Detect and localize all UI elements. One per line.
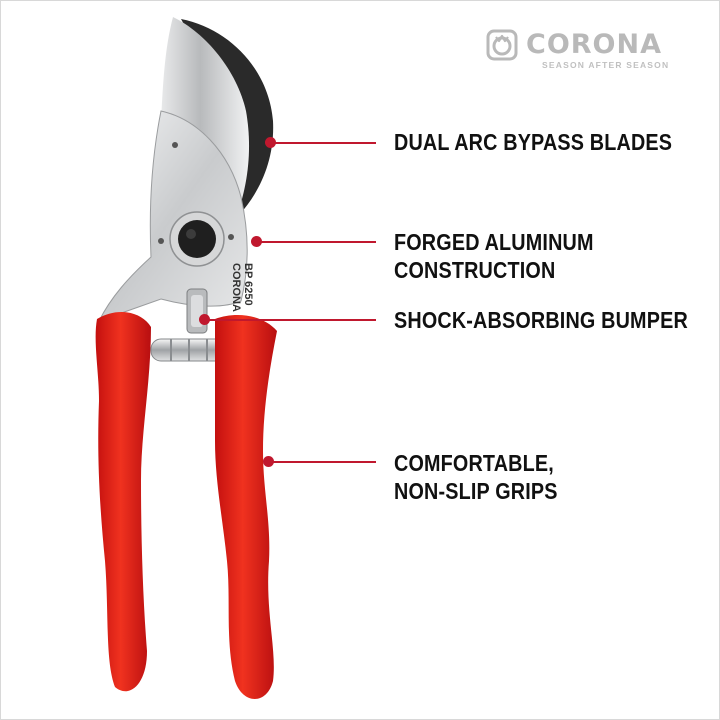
callout-label: FORGED ALUMINUM CONSTRUCTION [394,229,594,283]
corona-crest-icon [486,29,518,61]
callout-leader-line [257,241,376,243]
pivot-bolt [178,220,216,258]
callout-leader-line [205,319,376,321]
callout-dot [199,314,210,325]
callout-leader-line [269,461,376,463]
right-grip [215,315,277,699]
brand-name: CORONA [526,29,663,60]
engraving-brand: CORONA [230,263,242,312]
callout-dot [265,137,276,148]
brand-logo: CORONA SEASON AFTER SEASON [486,27,696,73]
callout-label: SHOCK-ABSORBING BUMPER [394,307,688,333]
callout-leader-line [271,142,376,144]
engraving-model: BP 6250 [242,263,254,306]
left-grip [95,312,151,692]
callout-label: DUAL ARC BYPASS BLADES [394,129,673,155]
brand-tagline: SEASON AFTER SEASON [542,60,670,70]
callout-dot [263,456,274,467]
callout-label: COMFORTABLE, NON-SLIP GRIPS [394,450,558,504]
callout-dot [251,236,262,247]
